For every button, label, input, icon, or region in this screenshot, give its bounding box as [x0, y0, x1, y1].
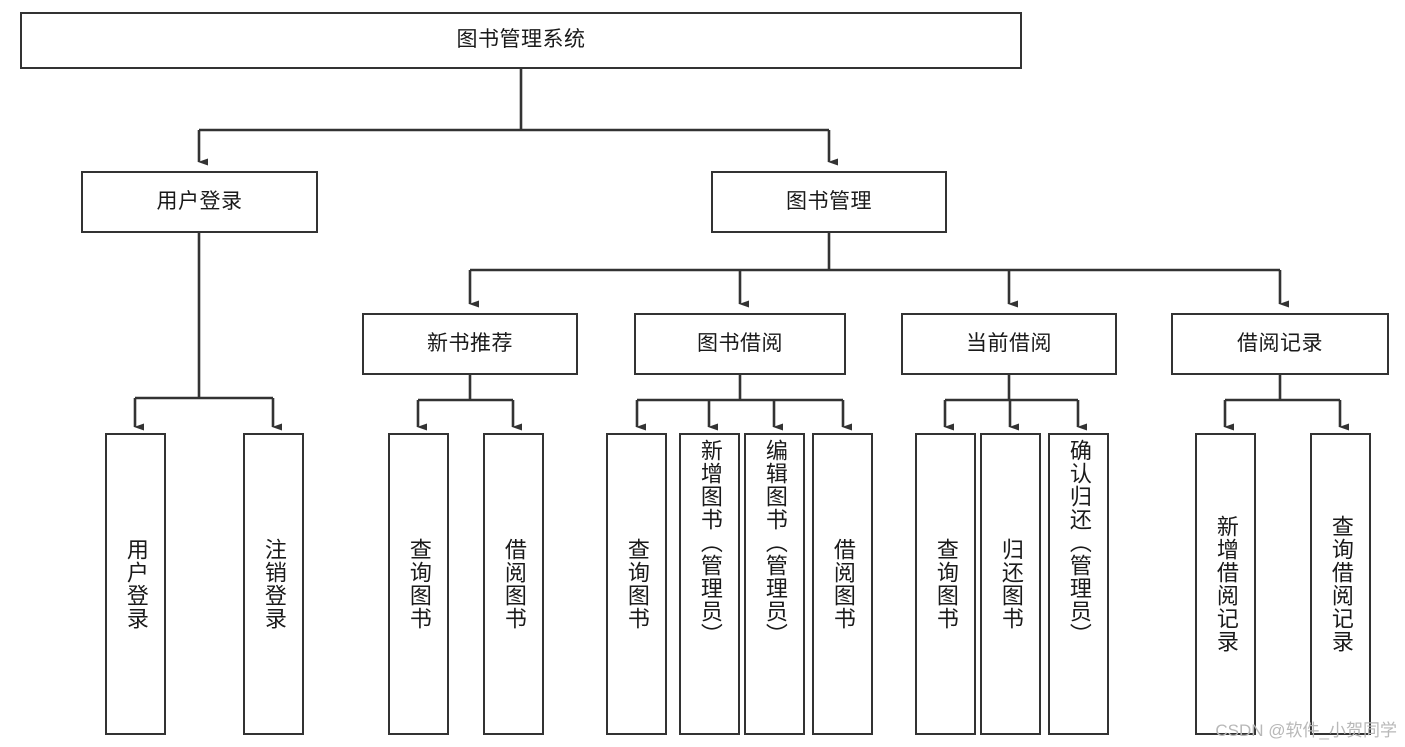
leaf-query-book-3[interactable]: 查询图书 — [915, 433, 976, 735]
leaf-query-book-2[interactable]: 查询图书 — [606, 433, 667, 735]
node-book-management[interactable]: 图书管理 — [711, 171, 947, 233]
leaf-query-book-1-label: 查询图书 — [406, 538, 432, 630]
leaf-query-book-3-label: 查询图书 — [933, 538, 959, 630]
node-new-book-recommend[interactable]: 新书推荐 — [362, 313, 578, 375]
node-borrow-record-label: 借阅记录 — [1237, 331, 1323, 355]
node-user-login[interactable]: 用户登录 — [81, 171, 318, 233]
leaf-edit-book-admin-label: 编辑图书（管理员） — [762, 439, 788, 646]
node-borrow-record[interactable]: 借阅记录 — [1171, 313, 1389, 375]
leaf-add-book-admin[interactable]: 新增图书（管理员） — [679, 433, 740, 735]
node-book-borrow-label: 图书借阅 — [697, 331, 783, 355]
leaf-add-book-admin-label: 新增图书（管理员） — [697, 439, 723, 646]
node-new-book-recommend-label: 新书推荐 — [427, 331, 513, 355]
leaf-query-book-2-label: 查询图书 — [624, 538, 650, 630]
leaf-query-borrow-record-label: 查询借阅记录 — [1328, 515, 1354, 653]
node-root-label: 图书管理系统 — [456, 28, 586, 52]
leaf-return-book[interactable]: 归还图书 — [980, 433, 1041, 735]
node-book-management-label: 图书管理 — [786, 189, 872, 213]
node-root[interactable]: 图书管理系统 — [20, 12, 1022, 69]
leaf-borrow-book-1-label: 借阅图书 — [501, 538, 527, 630]
leaf-user-login-label: 用户登录 — [123, 538, 149, 630]
node-current-borrow-label: 当前借阅 — [966, 331, 1052, 355]
leaf-query-book-1[interactable]: 查询图书 — [388, 433, 449, 735]
node-user-login-label: 用户登录 — [156, 189, 243, 213]
leaf-return-book-label: 归还图书 — [998, 538, 1024, 630]
node-current-borrow[interactable]: 当前借阅 — [901, 313, 1117, 375]
leaf-confirm-return-admin-label: 确认归还（管理员） — [1066, 439, 1092, 646]
leaf-borrow-book-2[interactable]: 借阅图书 — [812, 433, 873, 735]
leaf-user-login[interactable]: 用户登录 — [105, 433, 166, 735]
node-book-borrow[interactable]: 图书借阅 — [634, 313, 846, 375]
leaf-add-borrow-record[interactable]: 新增借阅记录 — [1195, 433, 1256, 735]
leaf-query-borrow-record[interactable]: 查询借阅记录 — [1310, 433, 1371, 735]
leaf-logout-login-label: 注销登录 — [261, 538, 287, 630]
leaf-add-borrow-record-label: 新增借阅记录 — [1213, 515, 1239, 653]
leaf-confirm-return-admin[interactable]: 确认归还（管理员） — [1048, 433, 1109, 735]
leaf-edit-book-admin[interactable]: 编辑图书（管理员） — [744, 433, 805, 735]
leaf-borrow-book-1[interactable]: 借阅图书 — [483, 433, 544, 735]
leaf-logout-login[interactable]: 注销登录 — [243, 433, 304, 735]
leaf-borrow-book-2-label: 借阅图书 — [830, 538, 856, 630]
